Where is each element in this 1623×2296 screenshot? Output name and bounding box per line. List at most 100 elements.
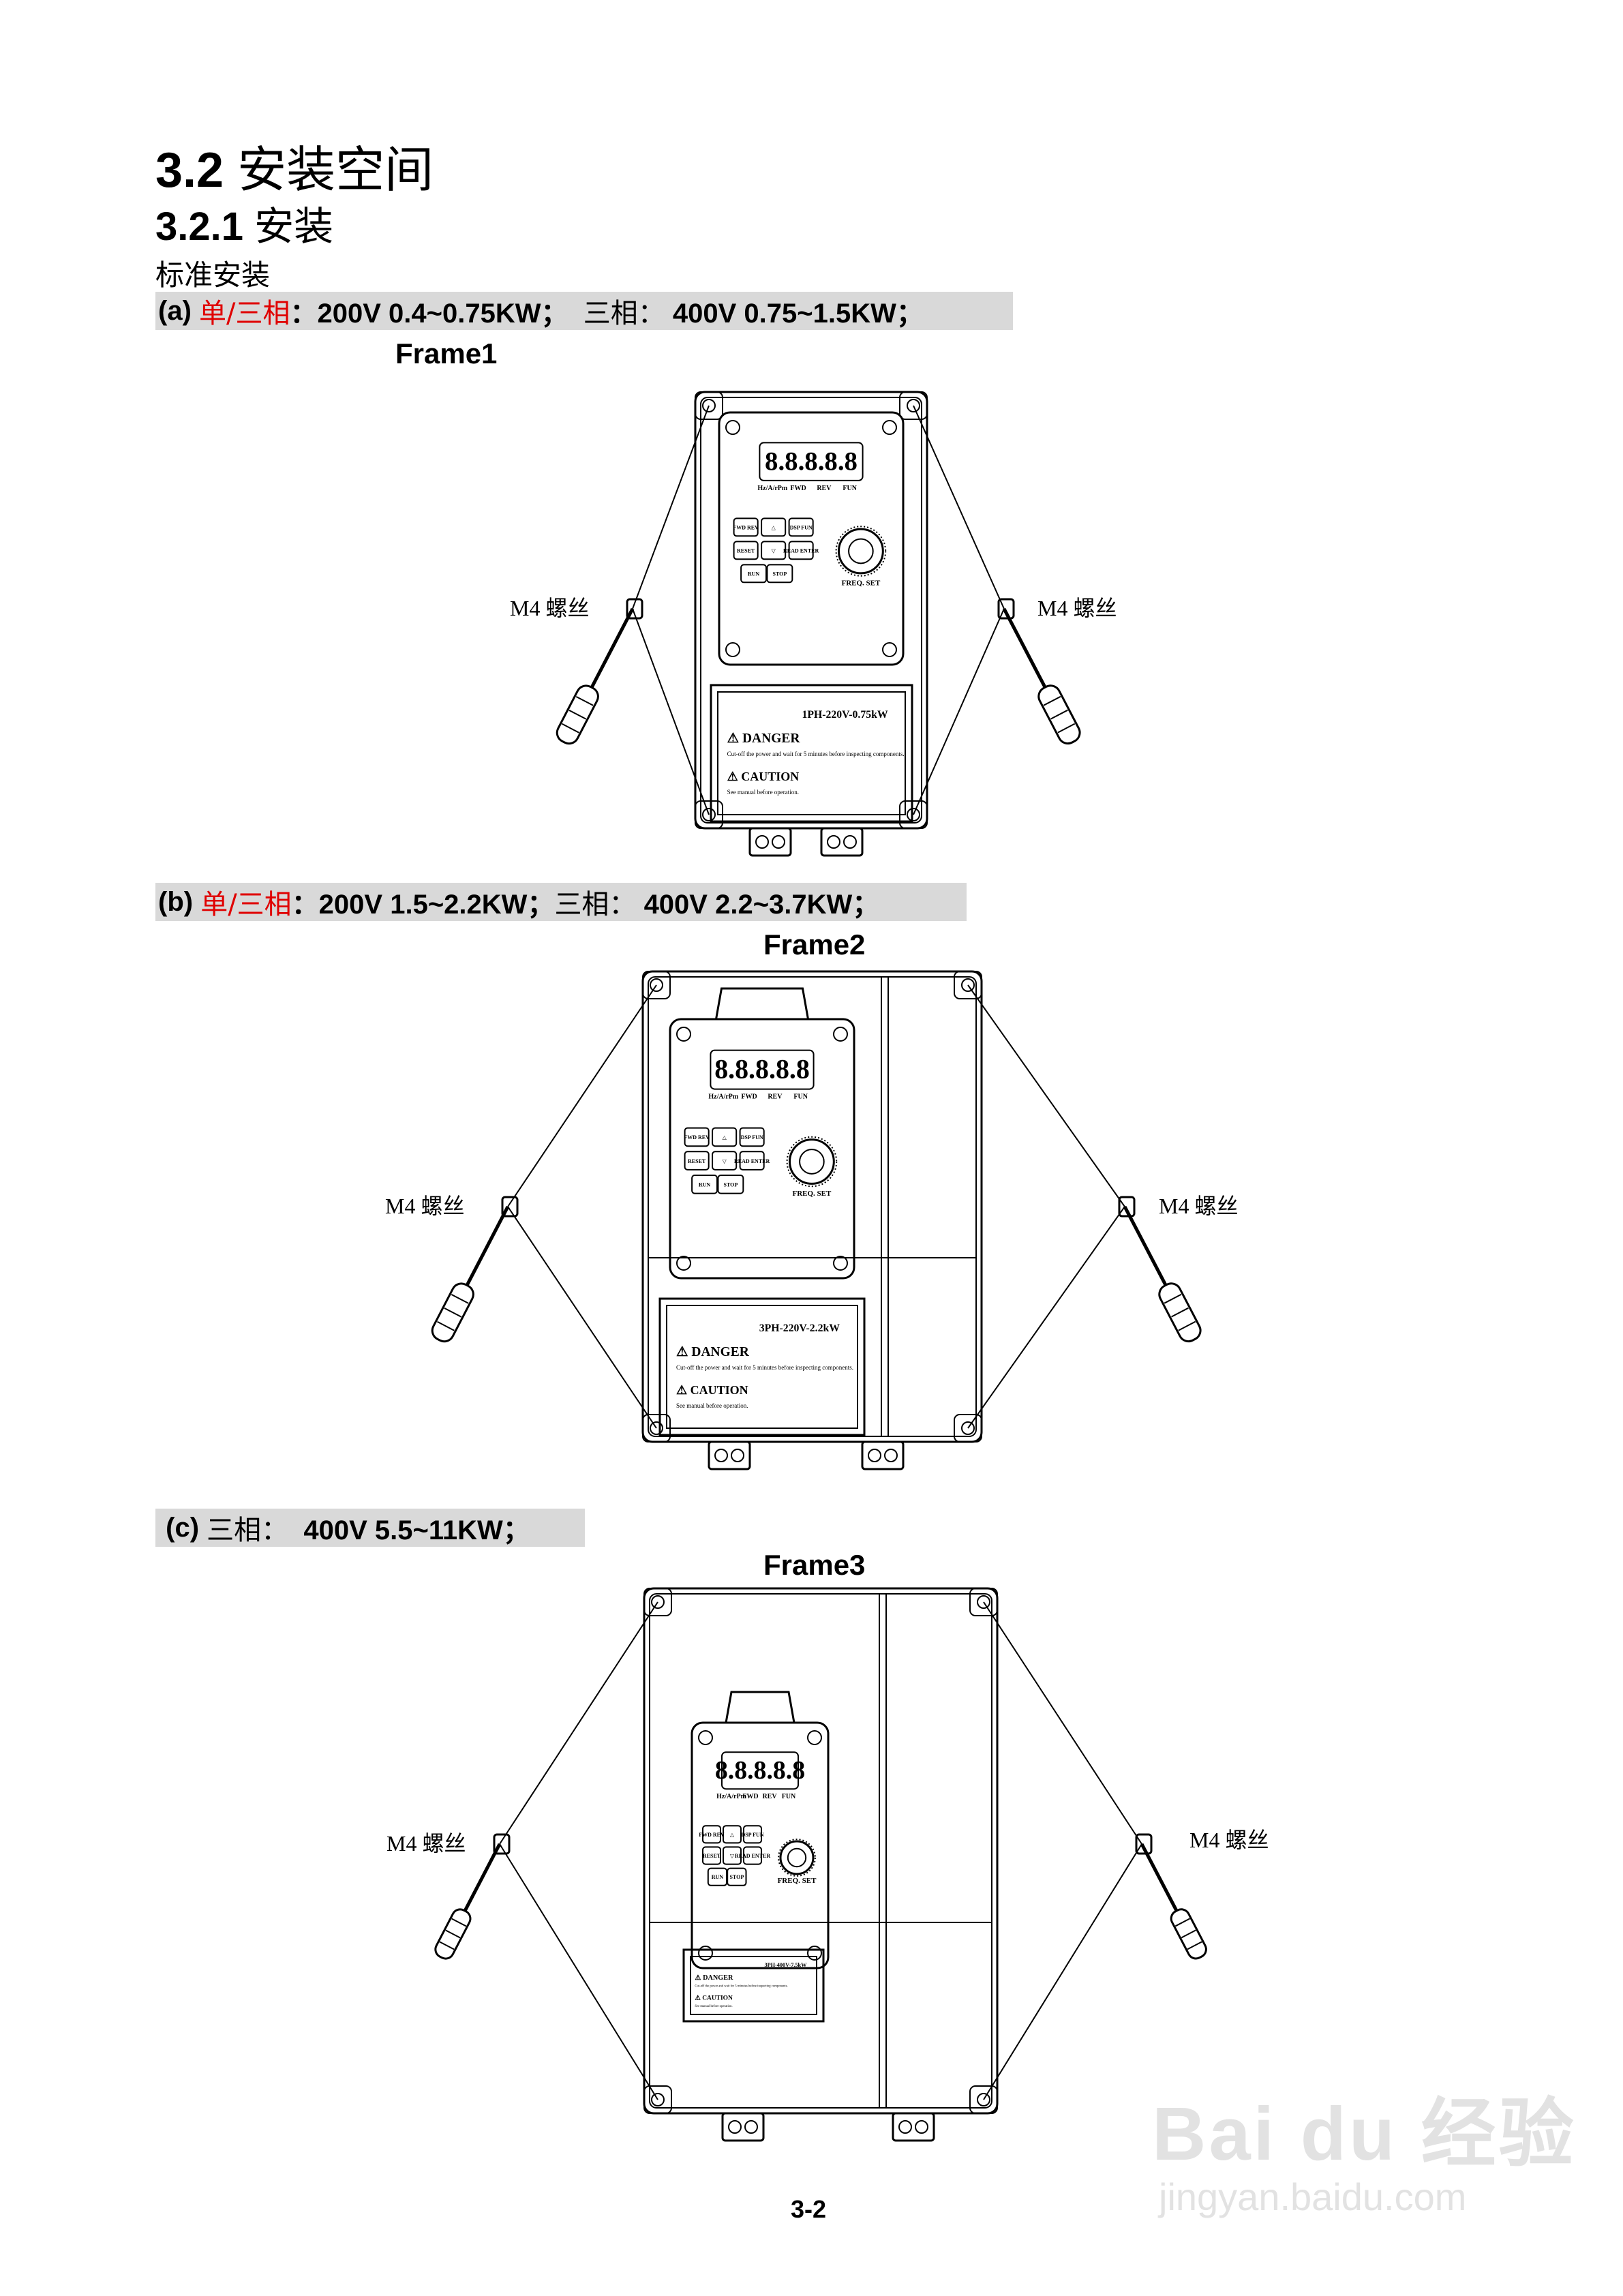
frequency-knob	[789, 1138, 835, 1185]
keypad-key	[727, 1867, 747, 1886]
warning-label-outer	[682, 1948, 825, 2023]
knob-scale	[778, 1839, 816, 1877]
guide-line	[507, 984, 657, 1207]
page-number: 3-2	[791, 2195, 827, 2223]
phase-red: 单/三相	[199, 298, 290, 329]
guide-line	[983, 1601, 1142, 1845]
key-label: DSP FUN	[741, 1134, 763, 1141]
key-label: RESET	[688, 1158, 706, 1164]
handle-groove	[439, 1941, 455, 1950]
caution-text: See manual before operation.	[727, 789, 799, 796]
keypad-panel	[669, 1018, 855, 1280]
handle-groove	[437, 1320, 455, 1331]
handle-groove	[1057, 723, 1076, 734]
warning-label-inner	[690, 1956, 817, 2015]
terminal-screw-icon	[884, 1449, 898, 1462]
mounting-ear	[954, 1414, 982, 1442]
key-label: STOP	[729, 1874, 744, 1880]
led-label: Hz/A/rPm	[716, 1793, 747, 1800]
guide-line	[913, 405, 1005, 609]
keypad-key	[702, 1825, 721, 1844]
handle-groove	[445, 1929, 461, 1939]
led-label: REV	[768, 1093, 783, 1101]
mounting-ear	[899, 391, 928, 420]
drive-rating: 3PH-400V-7.5kW	[764, 1962, 807, 1968]
terminal-screw-icon	[843, 835, 857, 849]
knob-scale	[786, 1136, 838, 1188]
keypad-key	[740, 564, 767, 584]
drive-housing-inner	[649, 1593, 992, 2109]
key-label: FWD REV	[699, 1832, 725, 1838]
display-digits: 8.8.8.8.8	[765, 447, 858, 476]
terminal-screw-icon	[898, 2120, 912, 2134]
knob-label: FREQ. SET	[841, 579, 881, 588]
screwdriver-handle	[1037, 684, 1081, 745]
warning-label-inner	[717, 691, 906, 815]
section-tag: (b)	[158, 886, 194, 917]
keypad-key	[733, 541, 759, 560]
knob-label: FREQ. SET	[792, 1190, 832, 1198]
screw-label-right: M4 螺丝	[1189, 1828, 1269, 1852]
caution-text: See manual before operation.	[695, 2005, 732, 2008]
panel-screw-icon	[807, 1946, 822, 1961]
panel-screw-icon	[882, 420, 897, 435]
led-label: Hz/A/rPm	[757, 485, 788, 492]
screwdriver-handle	[1170, 1908, 1207, 1960]
handle-groove	[568, 709, 587, 720]
terminal-screw-icon	[755, 835, 769, 849]
guide-line	[967, 1206, 1125, 1429]
phase-label: 三相：	[207, 1515, 289, 1546]
key-label: RUN	[712, 1874, 724, 1880]
keypad-key	[766, 564, 793, 584]
knob-center	[799, 1149, 825, 1175]
phase-label: 三相：	[583, 298, 665, 329]
knob-center	[787, 1847, 807, 1868]
screw	[493, 1833, 511, 1855]
frame-title: Frame2	[763, 928, 866, 961]
handle-groove	[1187, 1941, 1202, 1950]
screw-label-right: M4 螺丝	[1159, 1194, 1238, 1218]
screw-label-left: M4 螺丝	[386, 1831, 466, 1856]
panel-screw-icon	[725, 642, 740, 657]
spec-400v: 400V 0.75~1.5KW；	[672, 299, 924, 329]
key-label: READ ENTER	[734, 1158, 770, 1164]
spec-200v: ：200V 0.4~0.75KW；	[290, 299, 568, 329]
screwdriver-handle	[556, 684, 599, 745]
keypad-key	[723, 1846, 742, 1865]
mounting-ear	[642, 971, 671, 999]
screw	[1135, 1833, 1153, 1855]
drive-housing	[643, 1587, 999, 2115]
mounting-ear	[643, 1588, 672, 1616]
guide-line	[913, 608, 1005, 815]
handle-groove	[451, 1918, 467, 1927]
panel-screw-icon	[833, 1027, 848, 1042]
led-label: FUN	[843, 485, 857, 492]
handle-groove	[451, 1293, 469, 1304]
guide-line	[632, 608, 710, 815]
panel-screw-icon	[676, 1256, 691, 1271]
keypad-key	[717, 1175, 744, 1194]
mounting-ear	[954, 971, 982, 999]
terminal-block	[820, 827, 864, 857]
keypad-panel	[718, 411, 905, 666]
terminal-block	[748, 827, 792, 857]
key-label: STOP	[724, 1181, 738, 1188]
terminal-block	[708, 1440, 751, 1470]
screwdriver-shaft	[1140, 1843, 1179, 1912]
key-label: ▽	[723, 1158, 727, 1164]
screw-label-left: M4 螺丝	[510, 596, 589, 620]
led-label: REV	[817, 485, 832, 492]
section-a-bar: (a) 单/三相 ：200V 0.4~0.75KW； 三相： 400V 0.75…	[155, 292, 1013, 330]
terminal-screw-icon	[744, 2120, 758, 2134]
key-label: FWD REV	[733, 524, 759, 530]
handle-groove	[1178, 1320, 1196, 1331]
mounting-hole-icon	[702, 399, 716, 412]
frame-title: Frame3	[763, 1549, 866, 1581]
mounting-hole-icon	[907, 808, 920, 821]
keypad-key	[733, 517, 759, 537]
led-label: REV	[762, 1793, 777, 1800]
keypad-key	[788, 517, 814, 537]
handle-groove	[1043, 695, 1061, 706]
panel-screw-icon	[807, 1730, 822, 1745]
